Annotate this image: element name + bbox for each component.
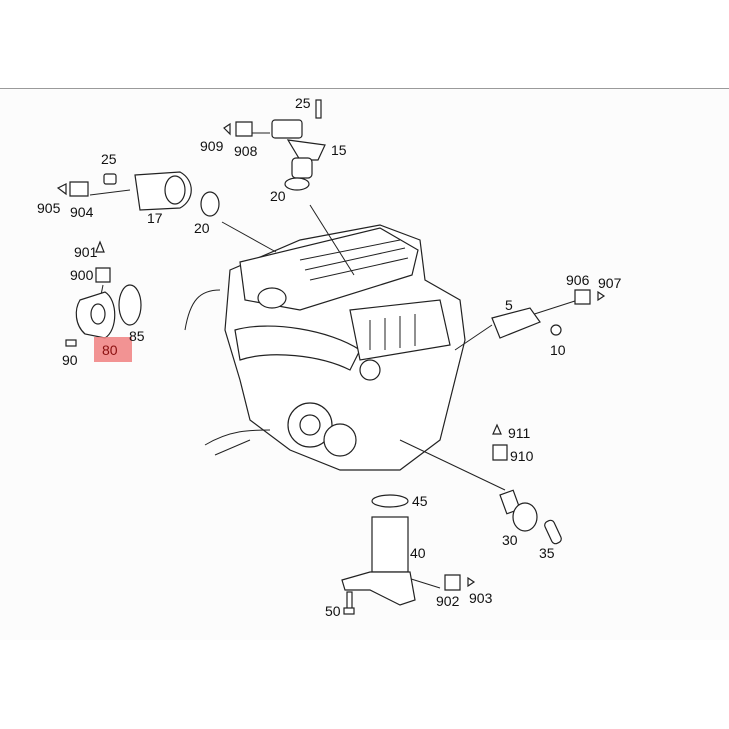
label-15[interactable]: 15	[331, 142, 347, 158]
label-907[interactable]: 907	[598, 275, 622, 291]
engine-illustration	[184, 224, 466, 471]
label-30[interactable]: 30	[502, 532, 518, 548]
label-909[interactable]: 909	[200, 138, 224, 154]
part-20-oring	[200, 191, 220, 217]
label-910[interactable]: 910	[510, 448, 534, 464]
label-10[interactable]: 10	[550, 342, 566, 358]
label-17[interactable]: 17	[147, 210, 163, 226]
part-5-sensor	[491, 307, 562, 339]
label-85[interactable]: 85	[129, 328, 145, 344]
label-904[interactable]: 904	[70, 204, 94, 220]
part-17-housing	[103, 171, 192, 211]
part-30-sensor	[499, 489, 562, 545]
part-labels: 25 909 908 15 25 905 904 17 20 20 901 90…	[37, 95, 622, 619]
label-903[interactable]: 903	[469, 590, 493, 606]
label-911[interactable]: 911	[508, 425, 531, 441]
part-20-oring-b	[284, 177, 310, 191]
label-5[interactable]: 5	[505, 297, 513, 313]
label-35[interactable]: 35	[539, 545, 555, 561]
label-901[interactable]: 901	[74, 244, 98, 260]
label-50[interactable]: 50	[325, 603, 341, 619]
label-900[interactable]: 900	[70, 267, 94, 283]
label-25[interactable]: 25	[295, 95, 311, 111]
header-divider	[0, 88, 729, 89]
label-80[interactable]: 80	[102, 342, 118, 358]
part-15-sensor	[271, 99, 326, 179]
label-25[interactable]: 25	[101, 151, 117, 167]
label-908[interactable]: 908	[234, 143, 258, 159]
label-40[interactable]: 40	[410, 545, 426, 561]
connectors	[56, 121, 606, 591]
label-20[interactable]: 20	[270, 188, 286, 204]
label-20[interactable]: 20	[194, 220, 210, 236]
part-40-oil-filter	[341, 494, 416, 615]
label-90[interactable]: 90	[62, 352, 78, 368]
highlight-box-80[interactable]	[94, 337, 132, 362]
label-45[interactable]: 45	[412, 493, 428, 509]
label-906[interactable]: 906	[566, 272, 590, 288]
label-902[interactable]: 902	[436, 593, 460, 609]
label-905[interactable]: 905	[37, 200, 61, 216]
